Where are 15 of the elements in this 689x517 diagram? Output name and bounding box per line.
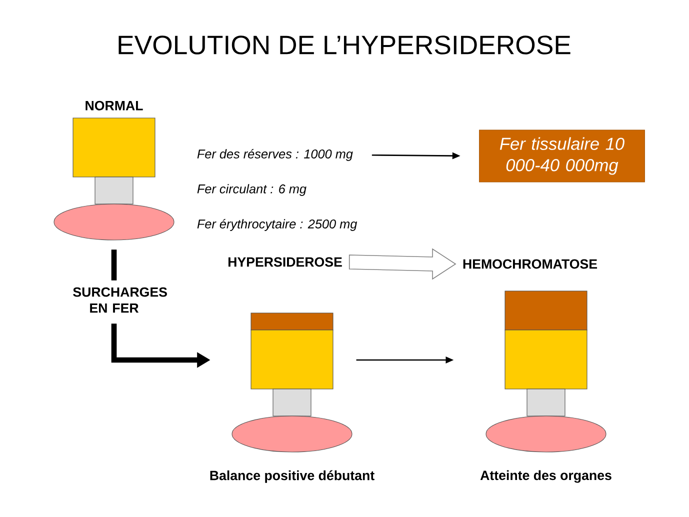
node-label: Balance positive débutant — [210, 470, 374, 483]
label-text: SURCHARGES EN FER — [73, 287, 167, 313]
balance-drawing: Balance positive débutant — [210, 312, 374, 483]
note-text: Fer circulant : 6 mg — [197, 184, 306, 196]
label-text: HYPERSIDEROSE — [228, 257, 342, 267]
node-label: Atteinte des organes — [480, 470, 612, 483]
result-box: Fer tissulaire 10 000-40 000mg — [479, 130, 645, 182]
block-arrow — [348, 248, 456, 280]
title: EVOLUTION DE L’HYPERSIDEROSE — [118, 36, 570, 54]
label-text: HEMOCHROMATOSE — [463, 259, 598, 269]
node-label: NORMAL — [86, 100, 143, 110]
balance-drawing: NORMAL — [54, 100, 174, 240]
label-text: Fer des réserves : 1000 mg — [197, 149, 353, 161]
note-text: Fer érythrocytaire : 2500 mg — [197, 219, 358, 231]
balance-drawing: Atteinte des organes — [480, 290, 612, 483]
